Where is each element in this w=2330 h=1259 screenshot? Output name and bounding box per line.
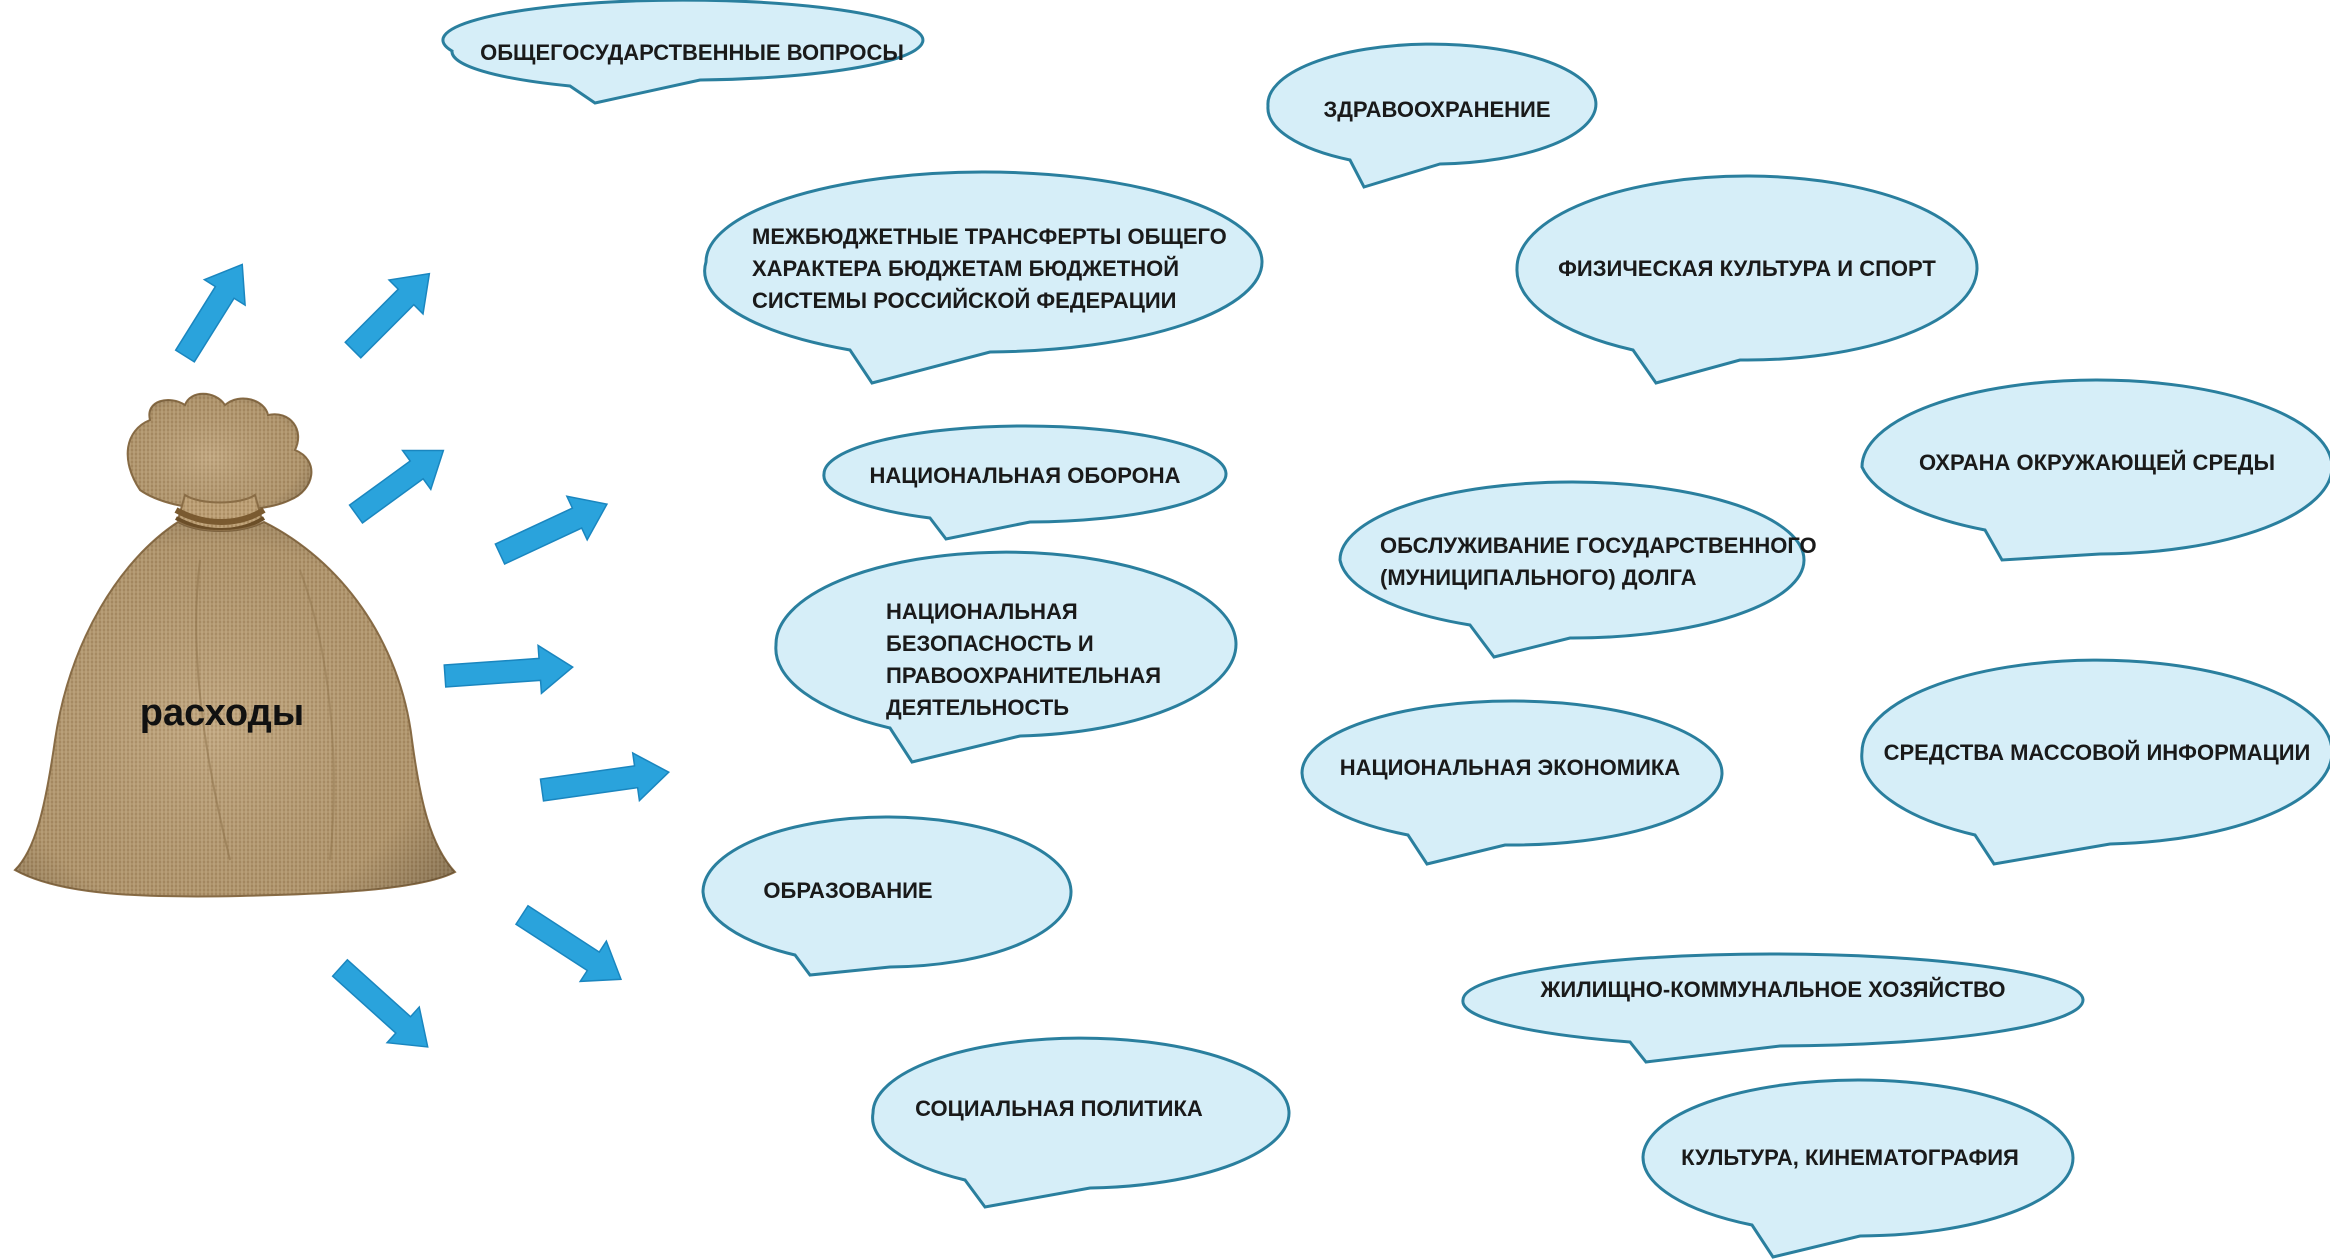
svg-text:НАЦИОНАЛЬНАЯ ОБОРОНА: НАЦИОНАЛЬНАЯ ОБОРОНА xyxy=(869,463,1180,488)
svg-text:КУЛЬТУРА, КИНЕМАТОГРАФИЯ: КУЛЬТУРА, КИНЕМАТОГРАФИЯ xyxy=(1681,1145,2019,1170)
arrow-8 xyxy=(331,958,429,1048)
svg-text:ФИЗИЧЕСКАЯ КУЛЬТУРА И СПОРТ: ФИЗИЧЕСКАЯ КУЛЬТУРА И СПОРТ xyxy=(1558,256,1936,281)
bubble-line: ПРАВООХРАНИТЕЛЬНАЯ xyxy=(886,663,1161,688)
svg-text:СРЕДСТВА МАССОВОЙ ИНФОРМАЦИИ: СРЕДСТВА МАССОВОЙ ИНФОРМАЦИИ xyxy=(1884,740,2311,765)
bubble-healthcare: ЗДРАВООХРАНЕНИЕ xyxy=(1266,42,1598,189)
bubble-national-economy: НАЦИОНАЛЬНАЯ ЭКОНОМИКА xyxy=(1300,699,1724,866)
svg-text:ОБЩЕГОСУДАРСТВЕННЫЕ ВОПРОСЫ: ОБЩЕГОСУДАРСТВЕННЫЕ ВОПРОСЫ xyxy=(480,40,904,65)
arrow-6 xyxy=(539,751,671,803)
expense-bubbles: ОБЩЕГОСУДАРСТВЕННЫЕ ВОПРОСЫ ЗДРАВООХРАНЕ… xyxy=(441,0,2330,1259)
svg-text:ОБРАЗОВАНИЕ: ОБРАЗОВАНИЕ xyxy=(763,878,932,903)
bag-label: расходы xyxy=(140,692,304,734)
svg-text:МЕЖБЮДЖЕТНЫЕ ТРАНСФЕРТЫ ОБЩЕГО: МЕЖБЮДЖЕТНЫЕ ТРАНСФЕРТЫ ОБЩЕГО ХАРАКТЕРА… xyxy=(752,224,1233,313)
bubble-debt-service: ОБСЛУЖИВАНИЕ ГОСУДАРСТВЕННОГО (МУНИЦИПАЛ… xyxy=(1338,480,1823,659)
bubble-line: БЕЗОПАСНОСТЬ И xyxy=(886,631,1094,656)
bubble-line: ОБРАЗОВАНИЕ xyxy=(763,878,932,903)
bubble-line: ДЕЯТЕЛЬНОСТЬ xyxy=(886,695,1069,720)
svg-text:СОЦИАЛЬНАЯ ПОЛИТИКА: СОЦИАЛЬНАЯ ПОЛИТИКА xyxy=(915,1096,1203,1121)
burlap-sack-icon: расходы xyxy=(13,392,457,898)
arrow-4 xyxy=(494,495,609,565)
arrows xyxy=(174,263,671,1048)
bubble-education: ОБРАЗОВАНИЕ xyxy=(701,815,1073,977)
bubble-line: НАЦИОНАЛЬНАЯ ЭКОНОМИКА xyxy=(1340,755,1681,780)
arrow-2 xyxy=(344,272,431,359)
bubble-line: СИСТЕМЫ РОССИЙСКОЙ ФЕДЕРАЦИИ xyxy=(752,288,1177,313)
bubble-line: КУЛЬТУРА, КИНЕМАТОГРАФИЯ xyxy=(1681,1145,2019,1170)
bubble-national-security: НАЦИОНАЛЬНАЯ БЕЗОПАСНОСТЬ И ПРАВООХРАНИТ… xyxy=(774,550,1238,764)
bubble-line: ХАРАКТЕРА БЮДЖЕТАМ БЮДЖЕТНОЙ xyxy=(752,256,1179,281)
arrow-3 xyxy=(348,449,445,524)
bubble-line: ЖИЛИЩНО-КОММУНАЛЬНОЕ ХОЗЯЙСТВО xyxy=(1540,977,2006,1002)
bubble-interbudget-transfers: МЕЖБЮДЖЕТНЫЕ ТРАНСФЕРТЫ ОБЩЕГО ХАРАКТЕРА… xyxy=(703,170,1264,385)
bubble-culture-cinematography: КУЛЬТУРА, КИНЕМАТОГРАФИЯ xyxy=(1641,1078,2075,1259)
bubble-line: СОЦИАЛЬНАЯ ПОЛИТИКА xyxy=(915,1096,1203,1121)
bubble-housing-utilities: ЖИЛИЩНО-КОММУНАЛЬНОЕ ХОЗЯЙСТВО xyxy=(1461,952,2085,1064)
bubble-line: НАЦИОНАЛЬНАЯ ОБОРОНА xyxy=(869,463,1180,488)
arrow-7 xyxy=(514,904,623,983)
bubble-line: (МУНИЦИПАЛЬНОГО) ДОЛГА xyxy=(1380,565,1697,590)
bubble-environmental-protection: ОХРАНА ОКРУЖАЮЩЕЙ СРЕДЫ xyxy=(1860,378,2330,562)
bubble-line: ОХРАНА ОКРУЖАЮЩЕЙ СРЕДЫ xyxy=(1919,450,2275,475)
bubble-physical-culture-sport: ФИЗИЧЕСКАЯ КУЛЬТУРА И СПОРТ xyxy=(1515,174,1979,385)
bubble-line: МЕЖБЮДЖЕТНЫЕ ТРАНСФЕРТЫ ОБЩЕГО xyxy=(752,224,1227,249)
svg-text:НАЦИОНАЛЬНАЯ ЭКОНОМИКА: НАЦИОНАЛЬНАЯ ЭКОНОМИКА xyxy=(1340,755,1681,780)
bubble-social-policy: СОЦИАЛЬНАЯ ПОЛИТИКА xyxy=(871,1036,1291,1209)
svg-text:ОБСЛУЖИВАНИЕ ГОСУДАРСТВЕННОГО: ОБСЛУЖИВАНИЕ ГОСУДАРСТВЕННОГО (МУНИЦИПАЛ… xyxy=(1380,533,1823,590)
bubble-line: СРЕДСТВА МАССОВОЙ ИНФОРМАЦИИ xyxy=(1884,740,2311,765)
bubble-line: ФИЗИЧЕСКАЯ КУЛЬТУРА И СПОРТ xyxy=(1558,256,1936,281)
arrow-1 xyxy=(174,263,246,363)
arrow-5 xyxy=(443,644,574,695)
svg-text:НАЦИОНАЛЬНАЯ БЕЗОПАСНО: НАЦИОНАЛЬНАЯ БЕЗОПАСНОСТЬ И ПРАВООХРАНИТ… xyxy=(886,599,1167,720)
bubble-national-defense: НАЦИОНАЛЬНАЯ ОБОРОНА xyxy=(822,424,1228,541)
bubble-mass-media: СРЕДСТВА МАССОВОЙ ИНФОРМАЦИИ xyxy=(1860,658,2330,866)
bubble-line: ЗДРАВООХРАНЕНИЕ xyxy=(1323,97,1550,122)
bubble-line: ОБСЛУЖИВАНИЕ ГОСУДАРСТВЕННОГО xyxy=(1380,533,1817,558)
bubble-line: НАЦИОНАЛЬНАЯ xyxy=(886,599,1078,624)
bubble-general-public-issues: ОБЩЕГОСУДАРСТВЕННЫЕ ВОПРОСЫ xyxy=(441,0,925,105)
svg-text:ОХРАНА ОКРУЖАЮЩЕЙ СРЕДЫ: ОХРАНА ОКРУЖАЮЩЕЙ СРЕДЫ xyxy=(1919,450,2275,475)
svg-text:ЖИЛИЩНО-КОММУНАЛЬНОЕ ХОЗЯЙСТВО: ЖИЛИЩНО-КОММУНАЛЬНОЕ ХОЗЯЙСТВО xyxy=(1540,977,2006,1002)
svg-text:ЗДРАВООХРАНЕНИЕ: ЗДРАВООХРАНЕНИЕ xyxy=(1323,97,1550,122)
bubble-line: ОБЩЕГОСУДАРСТВЕННЫЕ ВОПРОСЫ xyxy=(480,40,904,65)
